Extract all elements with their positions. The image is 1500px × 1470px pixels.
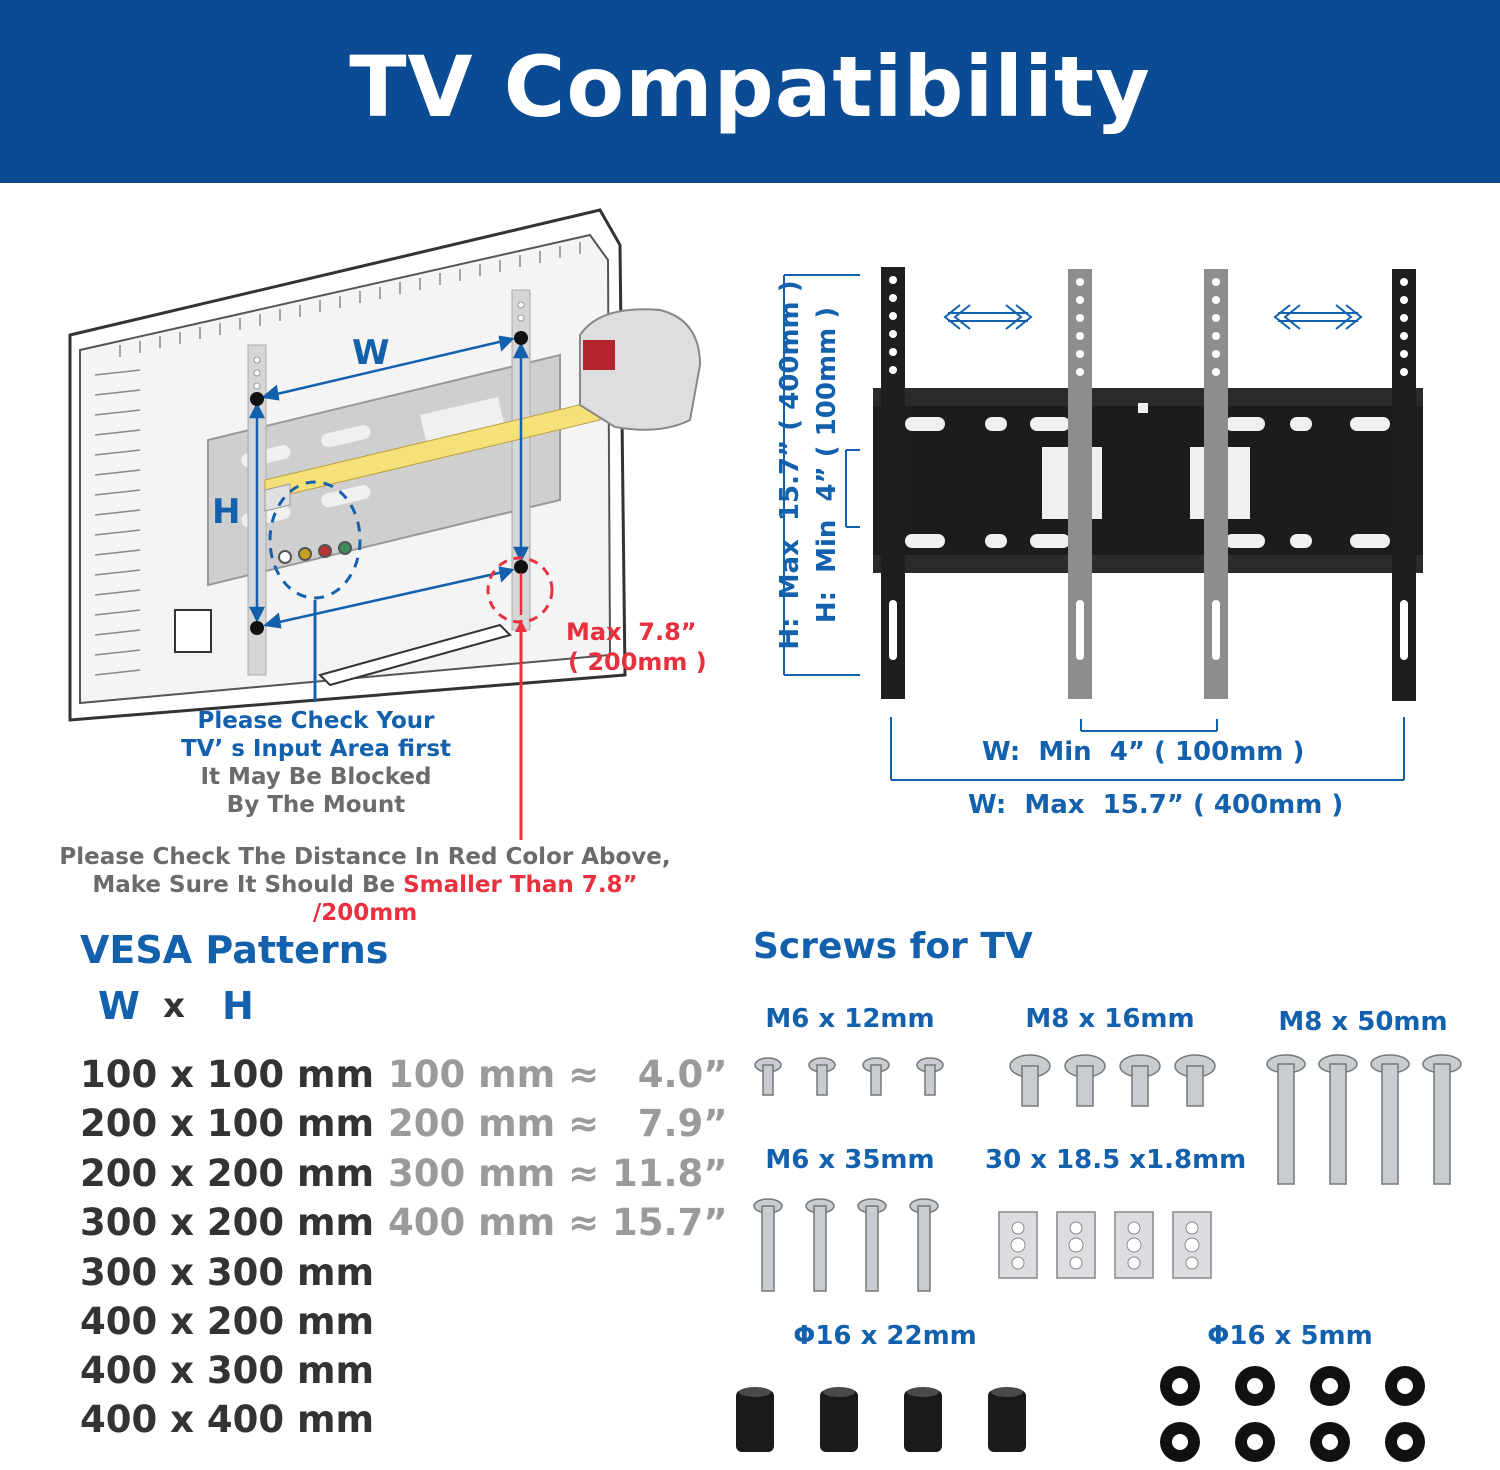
distance-note-line1: Please Check The Distance In Red Color A… (59, 844, 671, 870)
input-note-line3: It May Be Blocked (200, 764, 432, 790)
screws-heading: Screws for TV (753, 926, 1033, 967)
vesa-sub-w: W (98, 984, 140, 1028)
distance-note: Please Check The Distance In Red Color A… (40, 843, 690, 927)
vesa-pattern-row: 200 x 200 mm (80, 1152, 375, 1195)
input-note-line4: By The Mount (226, 792, 406, 818)
vesa-pattern-row: 400 x 300 mm (80, 1349, 375, 1392)
m8x16-screws (1009, 1054, 1216, 1107)
screw-label-m6x35: M6 x 35mm (765, 1145, 935, 1175)
washer-plates (998, 1211, 1212, 1279)
w-max-label: W: Max 15.7” ( 400mm ) (968, 790, 1344, 820)
input-note-line1: Please Check Your (197, 708, 435, 734)
vesa-pattern-row: 300 x 200 mm (80, 1201, 375, 1244)
tv-back-diagram (68, 208, 702, 725)
washer-plate-label: 30 x 18.5 x1.8mm (985, 1145, 1247, 1175)
width-label: W (352, 333, 390, 373)
vesa-pattern-row: 100 x 100 mm (80, 1053, 375, 1096)
m8x50-screws (1266, 1054, 1462, 1185)
vesa-sub-h: H (222, 984, 254, 1028)
washers (1160, 1366, 1425, 1462)
vesa-sub-x: x (163, 986, 185, 1026)
vesa-pattern-row: 400 x 400 mm (80, 1398, 375, 1441)
distance-note-line2: Make Sure It Should Be (92, 872, 404, 898)
mount-diagram (783, 267, 1423, 781)
mm-inch-conversion: 200 mm ≈ 7.9” (388, 1102, 728, 1145)
distance-note-highlight: Smaller Than 7.8” /200mm (312, 872, 638, 926)
red-pointer-line (515, 620, 527, 840)
m6x35-screws (753, 1198, 939, 1292)
h-min-label: H: Min 4” ( 100mm ) (812, 306, 842, 624)
spacers (736, 1387, 1026, 1452)
input-area-note: Please Check Your TV’ s Input Area first… (140, 707, 492, 819)
h-max-label: H: Max 15.7” ( 400mm ) (775, 280, 805, 650)
vesa-pattern-row: 300 x 300 mm (80, 1251, 375, 1294)
max-distance-mm-label: ( 200mm ) (568, 648, 707, 676)
vesa-pattern-row: 400 x 200 mm (80, 1300, 375, 1343)
header-banner (0, 0, 1500, 183)
m6x12-screws (754, 1057, 944, 1096)
spacer-label: Φ16 x 22mm (793, 1321, 977, 1351)
input-note-line2: TV’ s Input Area first (180, 736, 452, 762)
height-label: H (212, 492, 241, 532)
vesa-pattern-row: 200 x 100 mm (80, 1102, 375, 1145)
w-min-label: W: Min 4” ( 100mm ) (982, 737, 1305, 767)
screw-label-m8x16: M8 x 16mm (1025, 1004, 1195, 1034)
screw-label-m6x12: M6 x 12mm (765, 1004, 935, 1034)
max-distance-label: Max 7.8” (566, 618, 697, 646)
mm-inch-conversion: 300 mm ≈ 11.8” (388, 1152, 728, 1195)
vesa-heading: VESA Patterns (80, 928, 389, 972)
page-title: TV Compatibility (349, 38, 1151, 136)
mm-inch-conversion: 400 mm ≈ 15.7” (388, 1201, 728, 1244)
mm-inch-conversion: 100 mm ≈ 4.0” (388, 1053, 728, 1096)
washer-label: Φ16 x 5mm (1207, 1321, 1373, 1351)
screw-label-m8x50: M8 x 50mm (1278, 1007, 1448, 1037)
